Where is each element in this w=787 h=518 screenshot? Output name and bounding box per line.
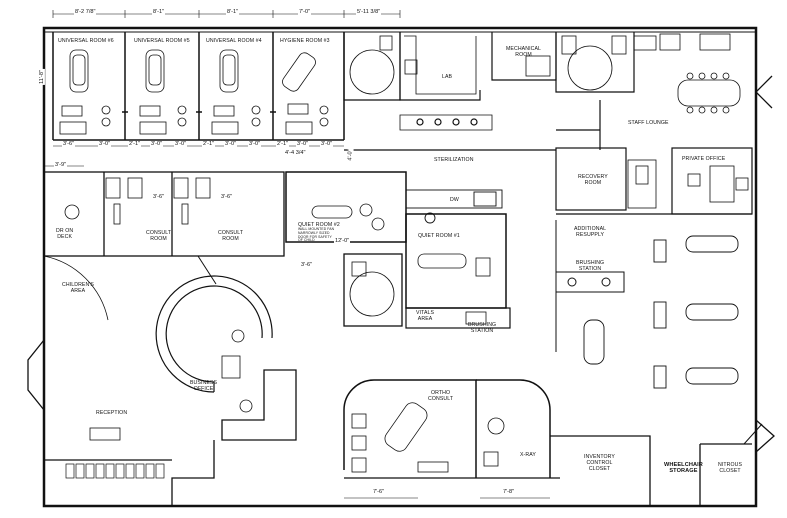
dimension-lines: [44, 10, 550, 499]
label-private-office: PRIVATE OFFICE: [682, 156, 726, 162]
reception-walls: [44, 369, 297, 506]
dim-bottom-right: 7'-8": [502, 489, 516, 495]
label-consult-room-left: CONSULT ROOM: [146, 230, 172, 242]
dental-chairs-top: [59, 49, 329, 135]
label-business-office: BUSINESS OFFICE: [190, 380, 218, 392]
dim-row-a-7: 3'-0": [224, 141, 238, 147]
label-quiet-room-1: QUIET ROOM #1: [418, 233, 460, 239]
label-nitrous-closet: NITROUS CLOSET: [718, 462, 743, 474]
label-reception: RECEPTION: [96, 410, 128, 416]
entry-door: [197, 255, 217, 285]
dim-row-a-8: 3'-0": [248, 141, 262, 147]
label-wheelchair-storage: WHEELCHAIR STORAGE: [664, 462, 703, 474]
label-x-ray: X-RAY: [520, 452, 536, 458]
childrens-area-arc: [43, 255, 109, 321]
dim-top-3: 8'-1": [226, 9, 240, 15]
recovery-room: [555, 147, 657, 211]
business-office-desk: [155, 275, 273, 413]
restroom-center: [343, 253, 403, 327]
label-staff-lounge: STAFF LOUNGE: [628, 120, 669, 126]
dim-sterilization-vert: 4'-0": [347, 148, 354, 162]
label-hygiene-room-3: HYGIENE ROOM #3: [280, 38, 330, 44]
consult-area: [43, 171, 285, 257]
lab-room: [399, 32, 493, 131]
dim-row-a-10: 3'-0": [296, 141, 310, 147]
dim-top-4: 7'-0": [298, 9, 312, 15]
label-ortho-consult: ORTHO CONSULT: [428, 390, 454, 402]
vitals-brushing: [405, 307, 511, 329]
dim-row-a-5: 3'-0": [174, 141, 188, 147]
exterior-wall: [42, 26, 758, 508]
dim-row-a-2: 3'-0": [98, 141, 112, 147]
treatment-room-row: [52, 32, 345, 141]
x-ray-room: [476, 379, 551, 478]
label-universal-room-6: UNIVERSAL ROOM #6: [58, 38, 114, 44]
brushing-station-right: [555, 271, 625, 293]
dim-consult-left: 3'-6": [152, 194, 166, 200]
left-facade: [27, 75, 775, 453]
quiet-room-1: [405, 213, 507, 309]
dim-bottom-left: 7'-6": [372, 489, 386, 495]
label-dr-on-deck: DR ON DECK: [56, 228, 74, 240]
dim-row-a-3: 2'-1": [128, 141, 142, 147]
label-mechanical-room: MECHANICAL ROOM: [506, 46, 542, 58]
dim-row-a-1: 3'-6": [62, 141, 76, 147]
label-dw: DW: [450, 197, 459, 203]
label-additional-resupply: ADDITIONAL RESUPPLY: [574, 226, 607, 238]
dim-row-a-12: 3'-0": [320, 141, 334, 147]
label-sterilization: STERILIZATION: [434, 157, 474, 163]
restroom-top-right: [555, 32, 635, 93]
label-consult-room-right: CONSULT ROOM: [218, 230, 244, 242]
dim-row-a-4: 3'-0": [150, 141, 164, 147]
ortho-consult: [343, 379, 477, 478]
dim-top-5: 5'-11 3/8": [356, 9, 382, 15]
open-bay-chairs: [555, 220, 739, 389]
waiting-bench: [65, 463, 165, 479]
dim-quiet2-width: 12'-0": [334, 238, 351, 244]
label-vitals-area: VITALS AREA: [416, 310, 435, 322]
dim-row-a-9: 2'-1": [276, 141, 290, 147]
dim-quiet2-corridor: 3'-6": [300, 262, 314, 268]
label-quiet-room-2: QUIET ROOM #2: [298, 222, 340, 228]
closets: [550, 423, 763, 506]
label-universal-room-5: UNIVERSAL ROOM #5: [134, 38, 190, 44]
dim-row-a-11: 4'-4 3/4": [284, 150, 307, 156]
label-brushing-station-right: BRUSHING STATION: [576, 260, 605, 272]
label-inventory-control-closet: INVENTORY CONTROL CLOSET: [584, 454, 615, 472]
dim-consult-right: 3'-6": [220, 194, 234, 200]
sterilization-counter: [405, 189, 503, 224]
note-quiet-room-2: WALL MOUNTED FAN NARROWLY SIZED DOOR FOR…: [298, 227, 335, 243]
dim-row-a-6: 2'-1": [202, 141, 216, 147]
label-recovery-room: RECOVERY ROOM: [578, 174, 608, 186]
label-brushing-station-center: BRUSHING STATION: [468, 322, 497, 334]
dim-top-2: 8'-1": [152, 9, 166, 15]
restroom-top: [343, 32, 401, 101]
dim-left-height: 11'-8": [38, 69, 45, 85]
staff-lounge-table: [633, 33, 741, 114]
label-universal-room-4: UNIVERSAL ROOM #4: [206, 38, 262, 44]
dim-top-1: 8'-2 7/8": [74, 9, 97, 15]
dim-dr-deck: 3'-9": [54, 162, 68, 168]
label-lab: LAB: [442, 74, 453, 80]
label-childrens-area: CHILDREN'S AREA: [62, 282, 94, 294]
